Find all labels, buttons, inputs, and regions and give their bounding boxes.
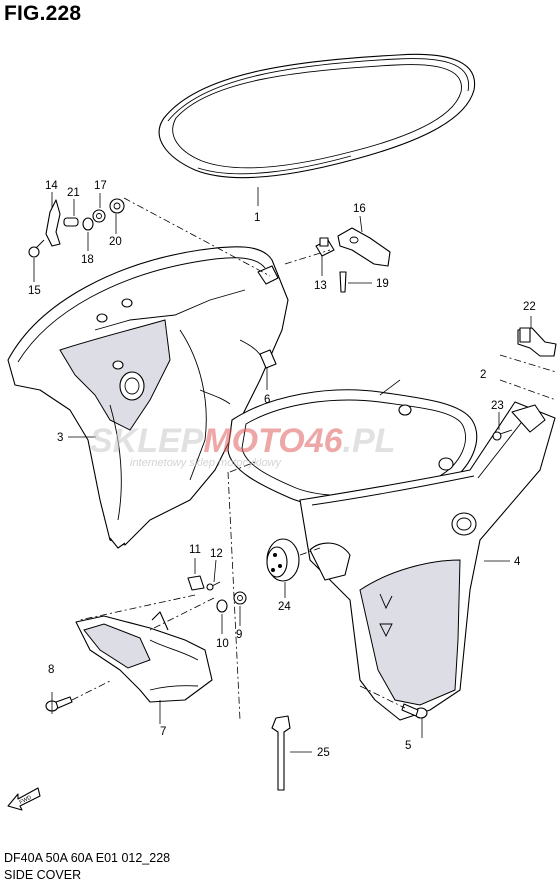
callout-25: 25 (317, 747, 330, 759)
callout-5: 5 (405, 740, 411, 752)
part-11-bracket[interactable] (187, 575, 205, 591)
fwd-arrow-icon: FWD (7, 787, 41, 811)
part-17-washer[interactable] (92, 209, 106, 223)
part-25-cable-tie[interactable] (271, 715, 291, 791)
callout-23: 23 (491, 400, 504, 412)
part-10-collar[interactable] (216, 599, 228, 613)
callout-24: 24 (278, 601, 291, 613)
footer-figure-name: SIDE COVER (4, 868, 82, 882)
callout-16: 16 (353, 203, 366, 215)
callout-21: 21 (67, 187, 80, 199)
callout-14: 14 (45, 180, 58, 192)
watermark-main: SKLEPMOTO46.PL (90, 422, 395, 460)
callout-20: 20 (109, 236, 122, 248)
fwd-label: FWD (19, 795, 33, 806)
part-7-lower-cover[interactable] (75, 611, 213, 703)
part-13-pin[interactable] (315, 237, 335, 257)
part-5-bolt[interactable] (401, 703, 428, 719)
part-6-collar[interactable] (259, 349, 277, 369)
part-22-clip[interactable] (517, 327, 557, 357)
part-8-bolt[interactable] (45, 696, 73, 712)
footer-model-code: DF40A 50A 60A E01 012_228 (4, 851, 171, 865)
callout-17: 17 (94, 180, 107, 192)
callout-10: 10 (216, 638, 229, 650)
callout-22: 22 (523, 301, 536, 313)
part-16-lever[interactable] (337, 227, 391, 267)
part-9-grommet[interactable] (233, 591, 247, 605)
callout-7: 7 (160, 726, 166, 738)
figure-title: FIG.228 (4, 2, 82, 25)
callout-12: 12 (210, 548, 223, 560)
watermark-part2: MOTO46 (203, 422, 343, 460)
part-3-front-cover[interactable] (7, 246, 289, 549)
callout-1: 1 (254, 212, 260, 224)
callout-19: 19 (376, 278, 389, 290)
part-18-ring[interactable] (82, 217, 94, 231)
callout-4: 4 (514, 556, 521, 568)
part-21-collar[interactable] (63, 217, 79, 227)
part-23-bolt[interactable] (492, 429, 513, 441)
callout-9: 9 (236, 629, 242, 641)
watermark: SKLEPMOTO46.PL internetowy sklep motocyk… (90, 422, 395, 469)
callout-15: 15 (28, 285, 41, 297)
callout-18: 18 (81, 254, 94, 266)
watermark-part1: SKLEP (90, 422, 204, 460)
callout-2: 2 (480, 369, 486, 381)
watermark-tagline: internetowy sklep motocyklowy (130, 457, 283, 469)
callout-6: 6 (264, 394, 270, 406)
part-1-seal[interactable] (158, 53, 476, 179)
watermark-suffix: .PL (343, 422, 396, 460)
part-4-rear-cover[interactable] (299, 401, 556, 721)
part-15-screw[interactable] (28, 239, 45, 258)
part-24-grommet[interactable] (266, 538, 300, 582)
part-14-bracket[interactable] (45, 199, 61, 247)
callout-8: 8 (48, 664, 54, 676)
part-20-grommet[interactable] (109, 198, 125, 214)
part-2-rim[interactable] (227, 389, 478, 508)
part-12-screw[interactable] (206, 581, 221, 591)
part-19-pin[interactable] (339, 271, 347, 293)
callout-11: 11 (189, 544, 201, 556)
callout-3: 3 (57, 432, 63, 444)
callout-13: 13 (314, 280, 327, 292)
